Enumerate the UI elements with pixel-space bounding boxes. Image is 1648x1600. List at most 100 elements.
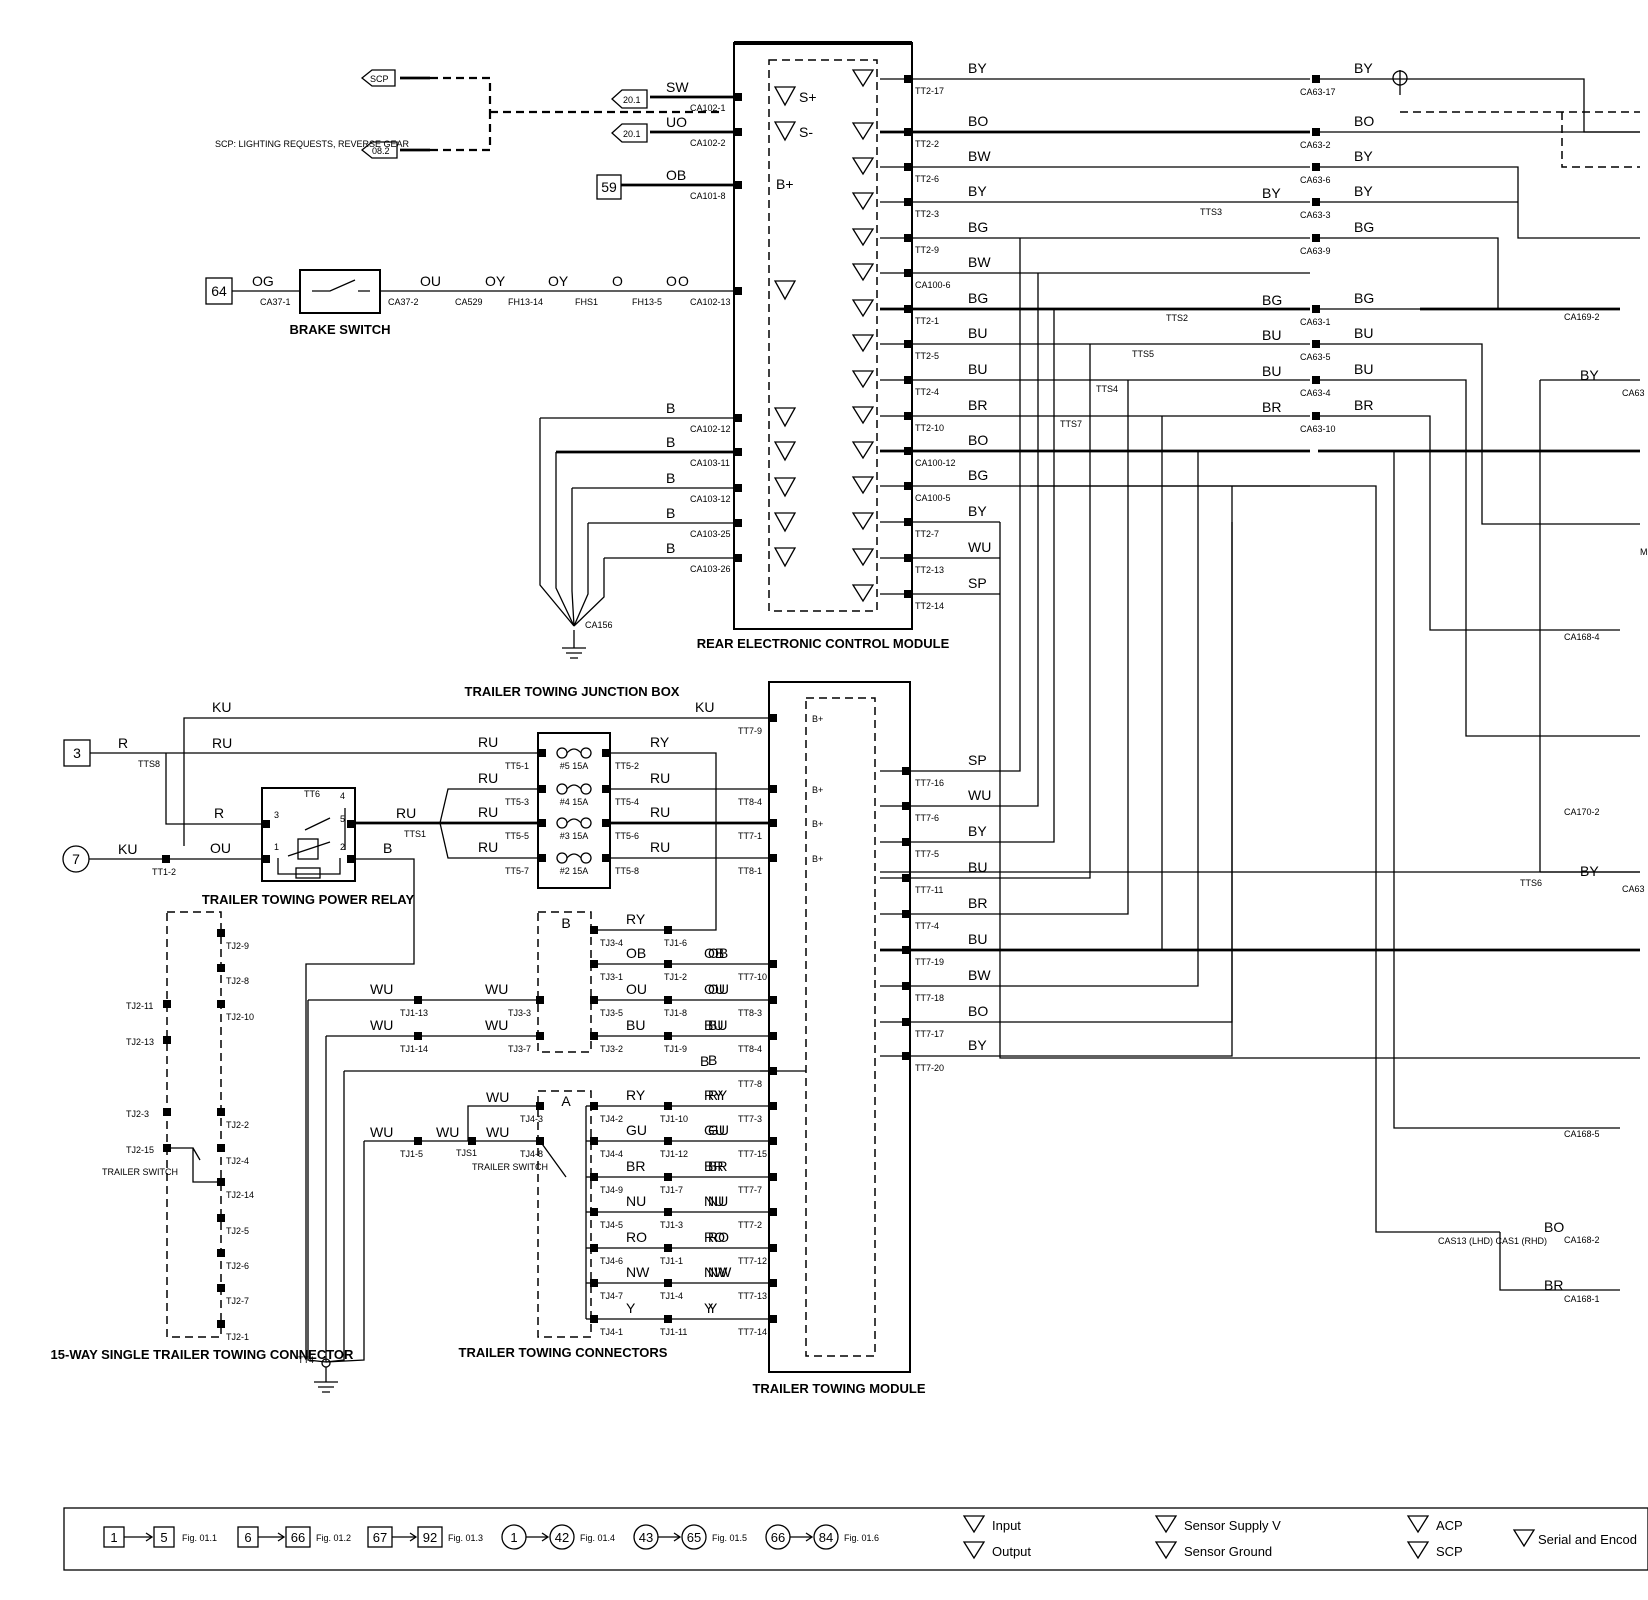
ground-ca156: CA156 (562, 620, 613, 659)
brake-wire: OY (485, 273, 506, 289)
conn-b-wu-tj3: TJ3-3 (508, 1008, 531, 1018)
brake-wire: O (612, 273, 623, 289)
jbox-out-conn: TT5-4 (615, 797, 639, 807)
wire (539, 418, 575, 627)
ca63-conn: CA63-3 (1300, 210, 1331, 220)
ref-082: 08.2 (372, 146, 390, 156)
ttm-b-plus: B+ (812, 714, 823, 724)
legend-f4: Fig. 01.4 (580, 1533, 615, 1543)
output-symbol (851, 263, 875, 282)
ca63-conn: CA63-9 (1300, 246, 1331, 256)
conn-a-tj4: TJ4-5 (600, 1220, 623, 1230)
fuse-end (580, 747, 592, 759)
conn-b-wu-wire: WU (370, 981, 393, 997)
ecm-left-wire: O (666, 273, 677, 289)
ttm-left-wire: RY (708, 1087, 728, 1103)
mid-wire: BG (1262, 292, 1282, 308)
wire (610, 752, 717, 931)
output-symbol (851, 406, 875, 425)
splice-tts6: TTS6 (1520, 878, 1542, 888)
fuse-rating: #4 15A (560, 797, 589, 807)
wire (555, 452, 575, 627)
connector-pin (1312, 75, 1320, 83)
output-symbol (851, 192, 875, 211)
legend-input-icon (962, 1515, 986, 1534)
connector-pin (769, 1315, 777, 1323)
output-symbol (851, 584, 875, 603)
ttm-right-conn: TT7-5 (915, 849, 939, 859)
feed-ku-top: KU (212, 699, 231, 715)
tj2-left-pin: TJ2-3 (126, 1109, 149, 1119)
fuse-end (580, 783, 592, 795)
connector-pin (590, 1102, 598, 1110)
connector-pin (590, 1208, 598, 1216)
relay-pin4: 4 (340, 791, 345, 801)
relay-pin2: 2 (340, 842, 345, 852)
connector-pin (590, 960, 598, 968)
conn-a-wu-1: WU (486, 1089, 509, 1105)
connectors-title: TRAILER TOWING CONNECTORS (459, 1345, 668, 1360)
brake-conn: CA37-1 (260, 297, 291, 307)
io-symbol (773, 512, 797, 533)
ref-3: 3 (73, 745, 81, 761)
conn-b-tj1: TJ1-8 (664, 1008, 687, 1018)
connector-pin (217, 1000, 225, 1008)
legend-f5: Fig. 01.5 (712, 1533, 747, 1543)
ttm-left-wire: GU (708, 1122, 729, 1138)
ecm-right-wire: BG (968, 219, 988, 235)
connector-pin (590, 1032, 598, 1040)
splice-tts7: TTS7 (1060, 419, 1082, 429)
ecm-left-refs: 20.1 20.1 59 (596, 89, 648, 200)
ttm-left-conn: TT8-3 (738, 1008, 762, 1018)
conn-a-ttm-wire: NU (704, 1193, 724, 1209)
ca63-wire: BG (1354, 219, 1374, 235)
ref-arrow-scp (360, 69, 396, 87)
ca63-wire: BR (1354, 397, 1373, 413)
ecm-left-wire: B (666, 400, 675, 416)
fr-ca63b: CA63 (1622, 884, 1645, 894)
connector-pin (590, 996, 598, 1004)
connector-pin (590, 1315, 598, 1323)
ca63-wire: BY (1354, 183, 1373, 199)
conn-a-ttm-wire: RO (704, 1229, 725, 1245)
legend-sg-icon (1154, 1541, 1178, 1560)
connector-pin (769, 714, 777, 722)
fuse-rating: #5 15A (560, 761, 589, 771)
ttm-left-conn: TT8-1 (738, 866, 762, 876)
connector-pin (769, 1244, 777, 1252)
conn-a-ttm-wire: RY (704, 1087, 724, 1103)
connector-pin (217, 1320, 225, 1328)
conn-a-tj1: TJ1-12 (660, 1149, 688, 1159)
tj2-right-pin: TJ2-2 (226, 1120, 249, 1130)
conn-a-wire: GU (626, 1122, 647, 1138)
connector-pin (590, 1244, 598, 1252)
conn-a-tj1: TJ1-7 (660, 1185, 683, 1195)
ttm-right-conn: TT7-6 (915, 813, 939, 823)
tj2-left-pin: TJ2-15 (126, 1145, 154, 1155)
relay-pin1: 1 (274, 842, 279, 852)
ecm-right-wire: BW (968, 254, 991, 270)
connector-pin (163, 1000, 171, 1008)
feed-r: R (118, 735, 128, 751)
wire (566, 748, 582, 754)
output-symbol (851, 441, 875, 460)
brake-conn: CA37-2 (388, 297, 419, 307)
splice-tts4: TTS4 (1096, 384, 1118, 394)
ttm-left-conn: TT8-4 (738, 1044, 762, 1054)
wire (566, 818, 582, 824)
ecm-left-conn: CA103-12 (690, 494, 731, 504)
connector-pin (1312, 128, 1320, 136)
ttm-left-conn: TT7-12 (738, 1256, 767, 1266)
connector-pin (217, 1214, 225, 1222)
ecm-right-wire: BG (968, 290, 988, 306)
ecm-left-conn: CA102-12 (690, 424, 731, 434)
conn-b-wire: OB (626, 945, 646, 961)
relay-title: TRAILER TOWING POWER RELAY (202, 892, 415, 907)
brake-switch-label: BRAKE SWITCH (289, 322, 390, 337)
fuse-end (556, 817, 568, 829)
ttm-right-conn: TT7-20 (915, 1063, 944, 1073)
brake-conn: CA529 (455, 297, 483, 307)
legend-serial-icon (1512, 1529, 1536, 1548)
conn-a-wu-3: WU (436, 1124, 459, 1140)
legend-ssv-icon (1154, 1515, 1178, 1534)
